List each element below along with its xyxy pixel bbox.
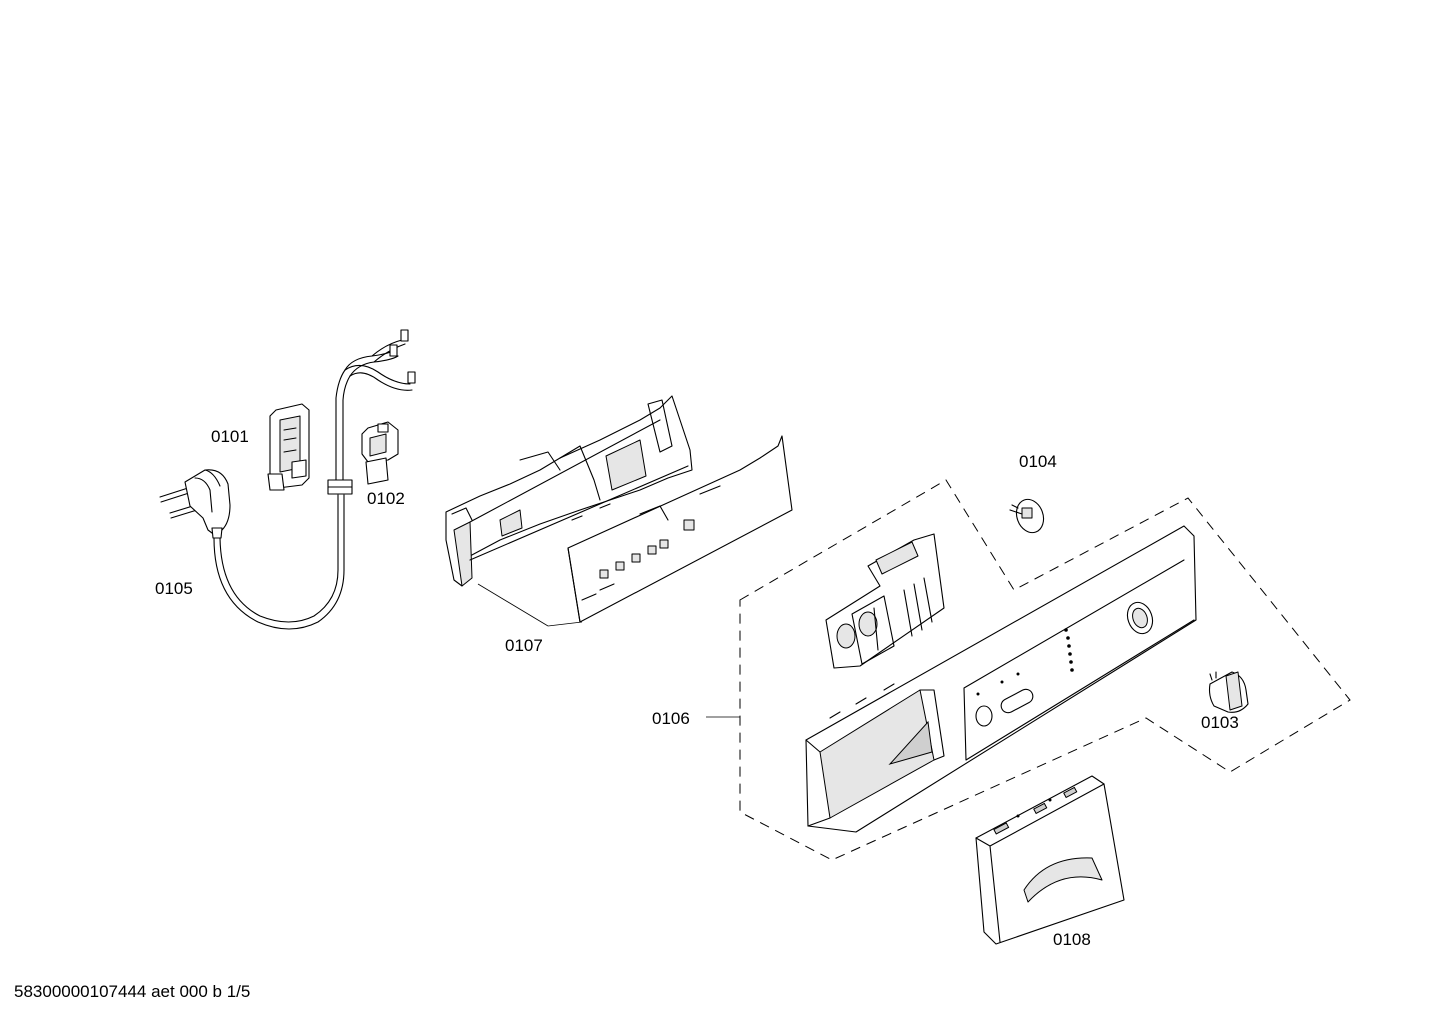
part-label-0108: 0108 [1053,930,1091,949]
knob-0104 [1009,498,1045,534]
assembly-outline-0106 [739,479,1351,861]
part-label-0104: 0104 [1019,452,1057,471]
power-cord-0105 [159,329,416,630]
connector-0102 [361,421,399,485]
part-label-0102: 0102 [367,489,405,508]
drawer-0108 [975,775,1125,945]
control-panel-0106 [805,525,1197,833]
bracket-0101 [267,403,310,491]
leader-0107b [547,621,583,627]
knob-0103 [1208,671,1249,713]
part-label-0106: 0106 [652,709,690,728]
part-label-0101: 0101 [211,427,249,446]
board-0107 [567,435,793,623]
leader-0107a [477,583,549,627]
part-label-0103: 0103 [1201,713,1239,732]
document-code: 58300000107444 aet 000 b 1/5 [14,982,251,1001]
part-label-0105: 0105 [155,579,193,598]
button-carrier-0106 [825,533,945,669]
part-label-0107: 0107 [505,636,543,655]
housing-0107 [445,395,693,587]
